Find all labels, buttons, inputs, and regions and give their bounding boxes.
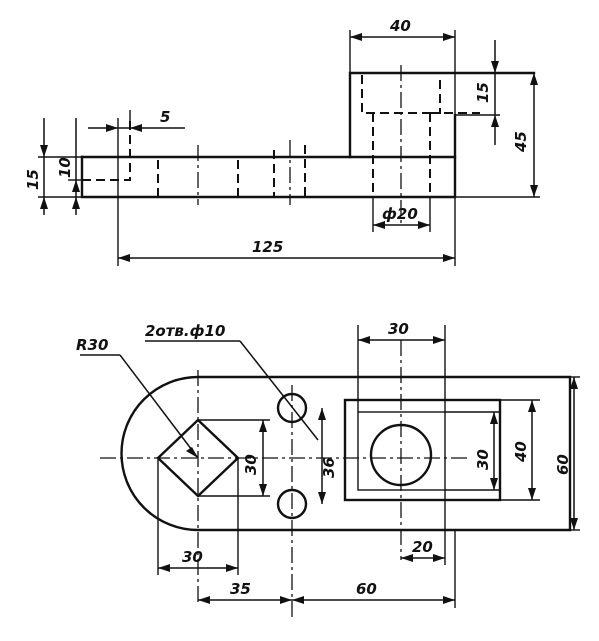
front-outline [80,71,536,199]
front-view: 40 15 45 5 15 10 [24,17,540,266]
dim-40: 40 [512,441,530,463]
dim-60-bottom: 60 [356,580,377,598]
dim-20: 20 [412,538,433,556]
dim-45: 45 [512,131,530,153]
dim-phi20: ф20 [382,205,418,223]
dim-35: 35 [230,580,251,598]
top-view: R30 2отв.ф10 30 30 36 30 [76,320,580,620]
top-outline [120,375,572,532]
dim-holes: 2отв.ф10 [145,322,225,340]
dim-30-bottom: 30 [182,548,203,566]
dim-5: 5 [160,108,170,126]
dim-60-right: 60 [554,454,572,475]
front-hidden-step [82,120,131,181]
dim-15-left: 15 [24,169,42,190]
dim-30-top: 30 [388,320,409,338]
dim-r30: R30 [76,336,108,354]
boss-outer [343,398,502,502]
dim-40: 40 [389,17,411,35]
dim-36: 36 [320,457,338,478]
dim-125: 125 [252,238,283,256]
dim-10: 10 [56,157,74,178]
dim-30-vert: 30 [242,454,260,475]
hole-bottom [276,488,308,520]
dim-30-inner: 30 [474,449,492,470]
dim-15-right: 15 [474,82,492,103]
